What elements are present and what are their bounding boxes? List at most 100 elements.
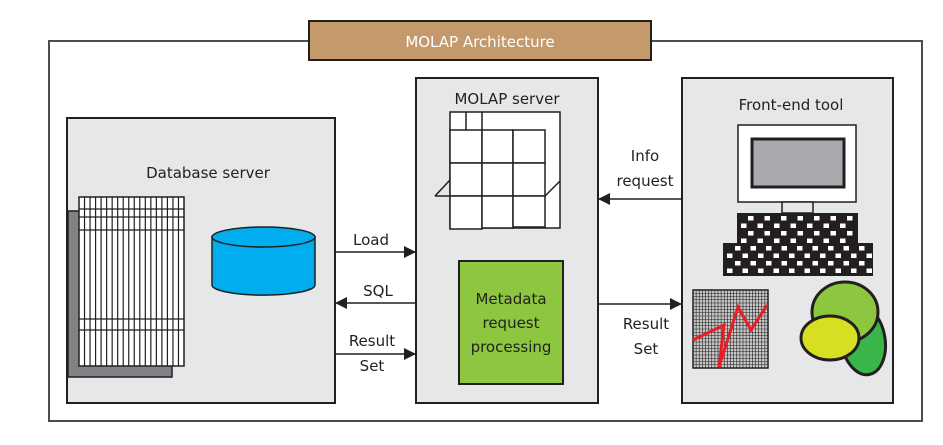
key	[812, 261, 818, 266]
key	[843, 261, 849, 266]
info-request-arrow: Info request	[598, 147, 682, 205]
key	[790, 238, 796, 243]
key	[814, 216, 820, 221]
keyboard-icon	[723, 213, 873, 276]
front-end-tool-panel: Front-end tool	[681, 77, 894, 404]
molap-server-label: MOLAP server	[454, 90, 560, 108]
key	[727, 253, 733, 258]
key	[781, 231, 787, 236]
front-end-tool-label: Front-end tool	[739, 96, 844, 114]
key	[851, 253, 857, 258]
key	[843, 246, 849, 251]
title-text: MOLAP Architecture	[405, 33, 554, 51]
key	[847, 216, 853, 221]
key	[750, 261, 756, 266]
key	[766, 246, 772, 251]
key	[797, 246, 803, 251]
key	[748, 216, 754, 221]
key	[764, 216, 770, 221]
key	[727, 268, 733, 273]
key	[804, 253, 810, 258]
key	[764, 231, 770, 236]
load-arrow: Load	[335, 231, 416, 258]
key	[804, 268, 810, 273]
key	[774, 223, 780, 228]
key	[866, 253, 872, 258]
data-cube-icon	[434, 111, 561, 230]
key	[789, 268, 795, 273]
title-box	[308, 20, 652, 61]
key	[797, 261, 803, 266]
title-banner: MOLAP Architecture	[308, 20, 652, 61]
result-set-left-label-line-1: Result	[349, 332, 395, 350]
line-chart-icon	[692, 289, 769, 369]
key	[790, 223, 796, 228]
key	[748, 231, 754, 236]
result-set-left-arrow: Result Set	[335, 332, 416, 375]
key	[830, 216, 836, 221]
key	[758, 268, 764, 273]
result-set-right-label-line-2: Set	[634, 340, 659, 358]
metadata-processing-box	[458, 260, 564, 385]
key	[757, 223, 763, 228]
key	[859, 261, 865, 266]
key	[807, 223, 813, 228]
key	[828, 261, 834, 266]
key	[820, 253, 826, 258]
database-server-label: Database server	[146, 164, 271, 182]
info-request-label-line-1: Info	[631, 147, 659, 165]
key	[773, 268, 779, 273]
sql-label: SQL	[363, 282, 393, 300]
metadata-label-line-3: processing	[471, 338, 552, 356]
key	[741, 238, 747, 243]
key	[741, 223, 747, 228]
molap-server-panel: MOLAP server Metadata request processing	[415, 77, 599, 404]
sql-arrow: SQL	[335, 282, 416, 309]
key	[766, 261, 772, 266]
monitor-icon	[737, 124, 857, 214]
key	[847, 231, 853, 236]
key	[757, 238, 763, 243]
key	[781, 261, 787, 266]
key	[823, 223, 829, 228]
key	[797, 216, 803, 221]
result-set-left-label-line-2: Set	[360, 357, 385, 375]
table-sheet-body	[78, 196, 185, 367]
key	[735, 246, 741, 251]
result-set-right-arrow: Result Set	[598, 298, 682, 358]
key	[866, 268, 872, 273]
key	[758, 253, 764, 258]
key	[774, 238, 780, 243]
database-cylinder-icon	[211, 226, 316, 296]
key	[807, 238, 813, 243]
key	[742, 253, 748, 258]
key	[830, 231, 836, 236]
key	[773, 253, 779, 258]
key	[835, 253, 841, 258]
key	[781, 246, 787, 251]
key	[814, 231, 820, 236]
metadata-label-line-2: request	[482, 314, 539, 332]
key	[820, 268, 826, 273]
key	[835, 268, 841, 273]
key	[789, 253, 795, 258]
key	[797, 231, 803, 236]
key	[840, 238, 846, 243]
key	[750, 246, 756, 251]
key	[812, 246, 818, 251]
key	[828, 246, 834, 251]
info-request-label-line-2: request	[616, 172, 673, 190]
result-set-right-label-line-1: Result	[623, 315, 669, 333]
key	[840, 223, 846, 228]
key	[823, 238, 829, 243]
key	[735, 261, 741, 266]
key	[781, 216, 787, 221]
key	[742, 268, 748, 273]
venn-shapes-icon	[799, 280, 888, 377]
metadata-label-line-1: Metadata	[475, 290, 546, 308]
key	[851, 268, 857, 273]
load-label: Load	[353, 231, 389, 249]
database-server-panel: Database server	[66, 117, 336, 404]
key	[859, 246, 865, 251]
